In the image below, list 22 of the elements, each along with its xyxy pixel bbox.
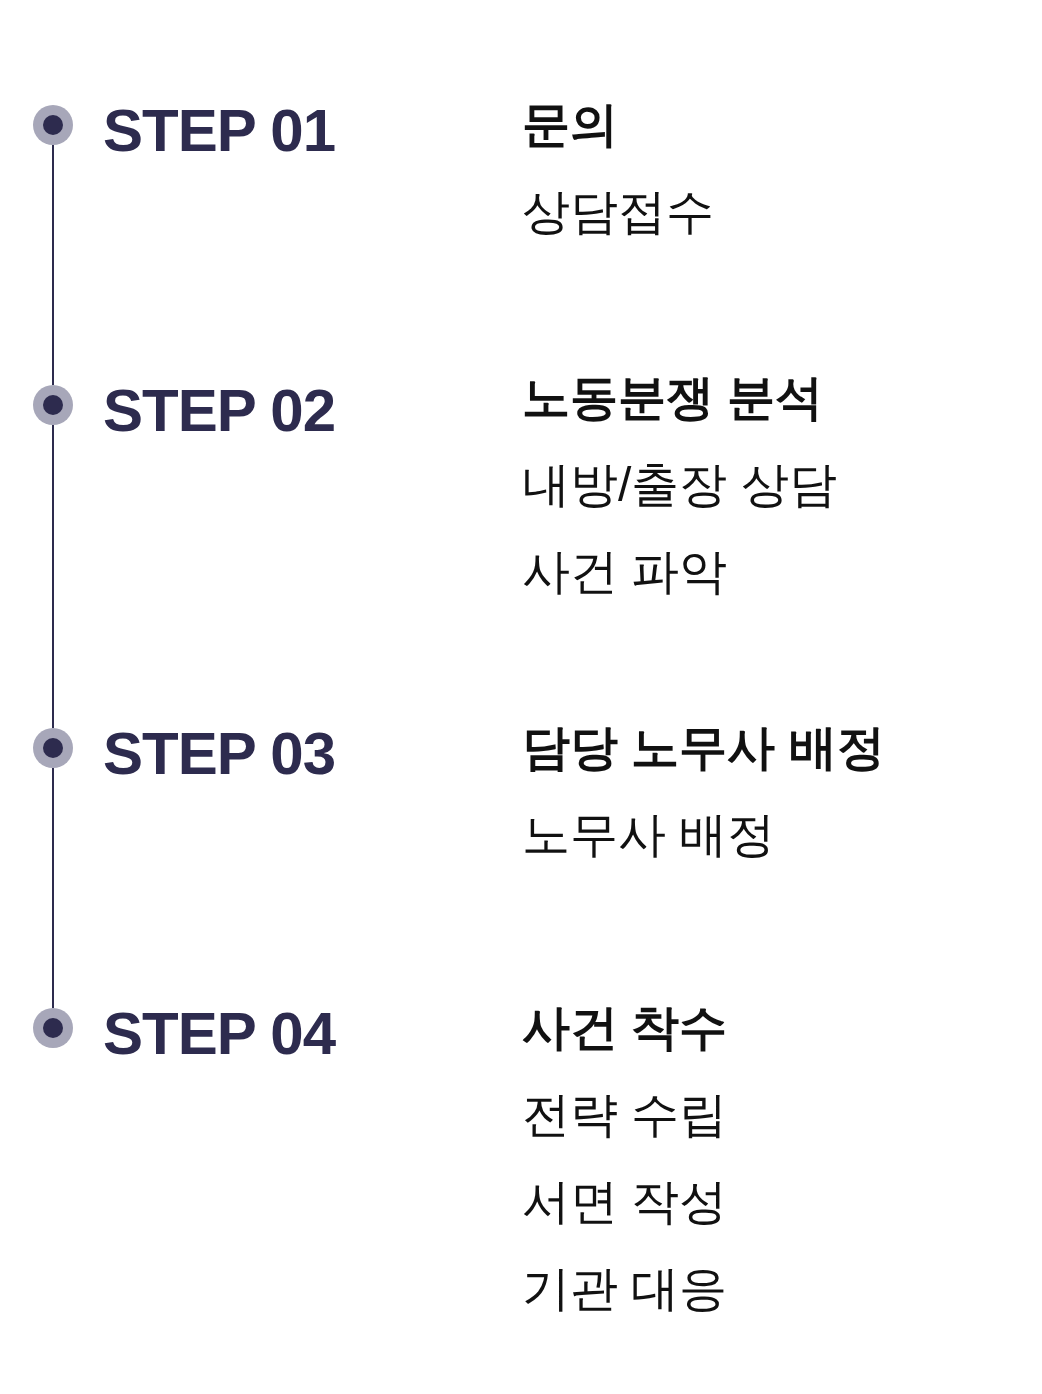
timeline-line <box>52 767 54 1009</box>
step-title: 사건 착수 <box>522 1004 728 1052</box>
timeline-dot <box>33 385 73 425</box>
step-item: 전략 수립 <box>522 1091 728 1139</box>
step-item: 내방/출장 상담 <box>522 461 837 509</box>
step-item: 서면 작성 <box>522 1178 728 1226</box>
step-title: 문의 <box>522 101 618 149</box>
step-label: STEP 02 <box>103 381 336 441</box>
step-title: 노동분쟁 분석 <box>522 374 824 422</box>
step-label: STEP 03 <box>103 724 336 784</box>
timeline-line <box>52 144 54 386</box>
timeline-dot <box>33 728 73 768</box>
step-item: 기관 대응 <box>522 1265 728 1313</box>
step-title: 담당 노무사 배정 <box>522 724 885 772</box>
step-label: STEP 01 <box>103 101 336 161</box>
timeline-dot <box>33 1008 73 1048</box>
step-item: 상담접수 <box>522 188 714 236</box>
timeline-line <box>52 424 54 729</box>
step-label: STEP 04 <box>103 1004 336 1064</box>
step-item: 노무사 배정 <box>522 811 776 859</box>
step-item: 사건 파악 <box>522 548 728 596</box>
timeline-dot <box>33 105 73 145</box>
